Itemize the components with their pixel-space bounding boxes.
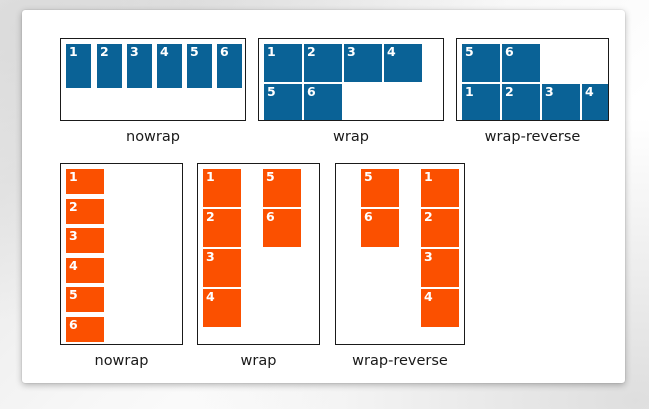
- flex-item: 2: [97, 44, 122, 88]
- flex-demo-caption: wrap: [333, 129, 369, 145]
- flex-item: 5: [66, 287, 104, 312]
- flex-item: 2: [304, 44, 342, 82]
- flex-item: 1: [264, 44, 302, 82]
- flex-item: 1: [421, 169, 459, 207]
- flex-item: 4: [582, 84, 608, 120]
- flex-item: 5: [263, 169, 301, 207]
- flex-item: 3: [344, 44, 382, 82]
- flex-demo-column-nowrap: 1 2 3 4 5 6 nowrap: [60, 163, 183, 369]
- flex-item: 3: [542, 84, 580, 120]
- flex-item: 4: [421, 289, 459, 327]
- flex-item: 6: [217, 44, 242, 88]
- flex-item: 6: [304, 84, 342, 120]
- flex-item: 3: [66, 228, 104, 253]
- flex-item: 5: [187, 44, 212, 88]
- flex-item: 5: [264, 84, 302, 120]
- flex-demo-caption: wrap-reverse: [352, 353, 448, 369]
- flex-item: 5: [361, 169, 399, 207]
- flex-item: 2: [66, 199, 104, 224]
- flex-item: 1: [462, 84, 500, 120]
- flex-item: 2: [421, 209, 459, 247]
- flex-item: 1: [66, 44, 91, 88]
- flex-item: 6: [361, 209, 399, 247]
- flex-item: 2: [502, 84, 540, 120]
- flex-item: 3: [203, 249, 241, 287]
- flex-demo-caption: nowrap: [126, 129, 180, 145]
- flex-item: 1: [203, 169, 241, 207]
- flex-demo-caption: nowrap: [94, 353, 149, 369]
- flex-item: 4: [157, 44, 182, 88]
- flex-container-column-nowrap: 1 2 3 4 5 6: [60, 163, 183, 345]
- flex-item: 1: [66, 169, 104, 194]
- flex-item: 6: [502, 44, 540, 82]
- flex-item: 6: [66, 317, 104, 342]
- flex-item: 2: [203, 209, 241, 247]
- flex-demo-caption: wrap-reverse: [484, 129, 581, 145]
- flex-demo-caption: wrap: [240, 353, 277, 369]
- flex-item: 4: [384, 44, 422, 82]
- flex-item: 4: [66, 258, 104, 283]
- flex-item: 4: [203, 289, 241, 327]
- flex-item: 3: [127, 44, 152, 88]
- flex-item: 5: [462, 44, 500, 82]
- flex-item: 3: [421, 249, 459, 287]
- flex-item: 6: [263, 209, 301, 247]
